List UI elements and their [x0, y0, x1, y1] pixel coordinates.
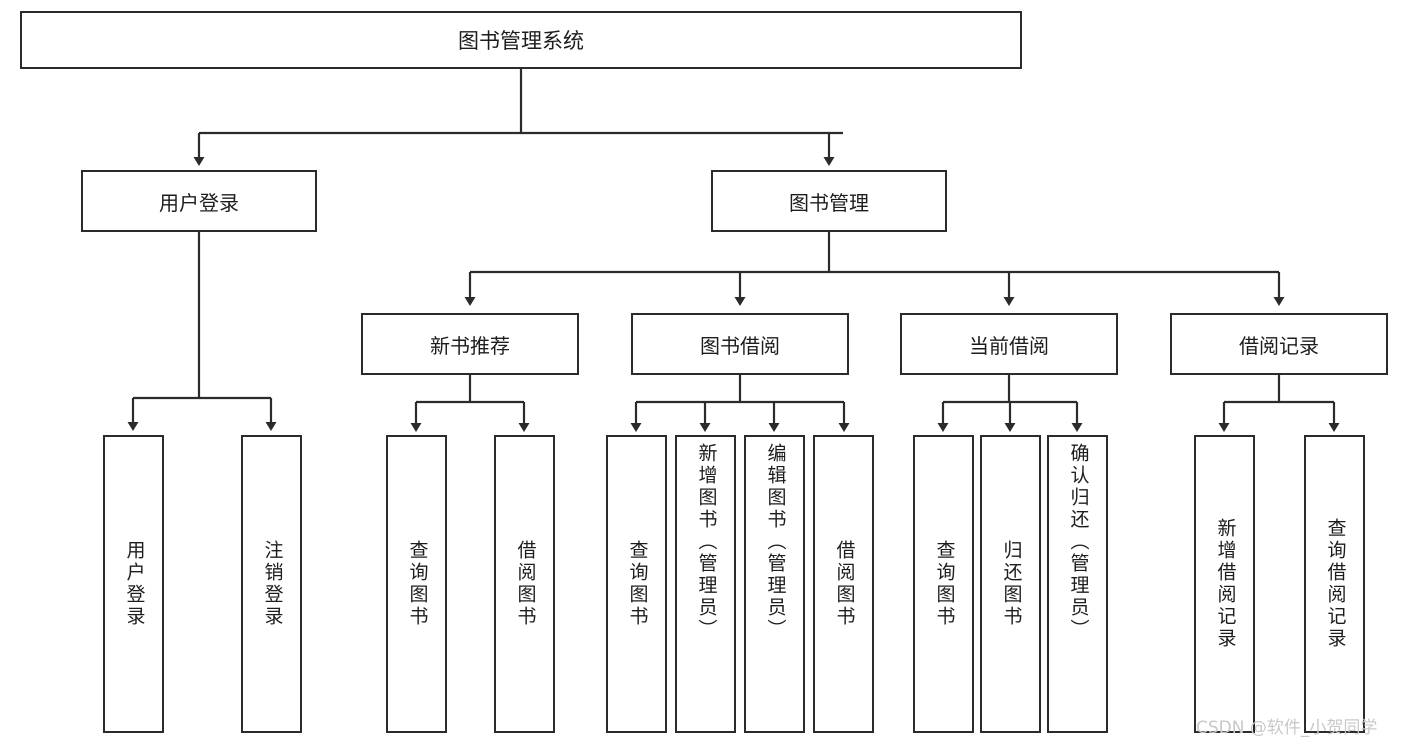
node-leaf-return-book-label: 归还图书	[1000, 540, 1023, 628]
leaf-confirm-return-wrap: 确认归还（管理员）	[1049, 437, 1106, 737]
node-leaf-query-book-1[interactable]: 查询图书	[386, 435, 447, 733]
node-leaf-return-book[interactable]: 归还图书	[980, 435, 1041, 733]
node-root[interactable]: 图书管理系统	[20, 11, 1022, 69]
node-book-manage[interactable]: 图书管理	[711, 170, 947, 232]
node-book-manage-label: 图书管理	[789, 190, 869, 215]
node-leaf-confirm-return-label: 确认归还（管理员）	[1067, 443, 1090, 641]
node-leaf-query-record[interactable]: 查询借阅记录	[1304, 435, 1365, 733]
node-book-borrow[interactable]: 图书借阅	[631, 313, 849, 375]
node-borrow-record-label: 借阅记录	[1239, 333, 1319, 358]
leaf-add-record-wrap: 新增借阅记录	[1196, 437, 1253, 731]
leaf-borrow-book-1-wrap: 借阅图书	[496, 437, 553, 731]
node-leaf-logout-login-label: 注销登录	[261, 540, 284, 628]
leaf-query-book-3-wrap: 查询图书	[915, 437, 972, 731]
node-leaf-borrow-book-1[interactable]: 借阅图书	[494, 435, 555, 733]
node-borrow-record[interactable]: 借阅记录	[1170, 313, 1388, 375]
node-leaf-user-login[interactable]: 用户登录	[103, 435, 164, 733]
leaf-query-book-2-wrap: 查询图书	[608, 437, 665, 731]
node-book-borrow-label: 图书借阅	[700, 333, 780, 358]
node-user-login-label: 用户登录	[159, 190, 239, 215]
node-current-borrow-label: 当前借阅	[969, 333, 1049, 358]
node-leaf-user-login-label: 用户登录	[123, 540, 146, 628]
leaf-logout-login-wrap: 注销登录	[243, 437, 300, 731]
node-leaf-query-book-2-label: 查询图书	[626, 540, 649, 628]
node-leaf-confirm-return[interactable]: 确认归还（管理员）	[1047, 435, 1108, 733]
node-new-book-recommend[interactable]: 新书推荐	[361, 313, 579, 375]
node-user-login[interactable]: 用户登录	[81, 170, 317, 232]
node-current-borrow[interactable]: 当前借阅	[900, 313, 1118, 375]
leaf-query-book-1-wrap: 查询图书	[388, 437, 445, 731]
node-leaf-add-record-label: 新增借阅记录	[1214, 518, 1237, 650]
node-leaf-edit-book-label: 编辑图书（管理员）	[764, 443, 787, 641]
leaf-add-book-wrap: 新增图书（管理员）	[677, 437, 734, 737]
node-leaf-add-book-label: 新增图书（管理员）	[695, 443, 718, 641]
leaf-edit-book-wrap: 编辑图书（管理员）	[746, 437, 803, 737]
node-leaf-query-book-2[interactable]: 查询图书	[606, 435, 667, 733]
node-leaf-query-book-3[interactable]: 查询图书	[913, 435, 974, 733]
csdn-watermark: CSDN @软件_小贺同学	[1196, 718, 1378, 738]
node-leaf-borrow-book-2-label: 借阅图书	[833, 540, 856, 628]
leaf-query-record-wrap: 查询借阅记录	[1306, 437, 1363, 731]
node-leaf-add-book[interactable]: 新增图书（管理员）	[675, 435, 736, 733]
node-leaf-query-book-3-label: 查询图书	[933, 540, 956, 628]
node-root-label: 图书管理系统	[458, 29, 584, 53]
leaf-borrow-book-2-wrap: 借阅图书	[815, 437, 872, 731]
node-leaf-add-record[interactable]: 新增借阅记录	[1194, 435, 1255, 733]
node-leaf-query-book-1-label: 查询图书	[406, 540, 429, 628]
node-leaf-query-record-label: 查询借阅记录	[1324, 518, 1347, 650]
node-leaf-borrow-book-1-label: 借阅图书	[514, 540, 537, 628]
leaf-user-login-wrap: 用户登录	[105, 437, 162, 731]
leaf-return-book-wrap: 归还图书	[982, 437, 1039, 731]
node-leaf-borrow-book-2[interactable]: 借阅图书	[813, 435, 874, 733]
node-leaf-edit-book[interactable]: 编辑图书（管理员）	[744, 435, 805, 733]
node-leaf-logout-login[interactable]: 注销登录	[241, 435, 302, 733]
node-new-book-recommend-label: 新书推荐	[430, 333, 510, 358]
